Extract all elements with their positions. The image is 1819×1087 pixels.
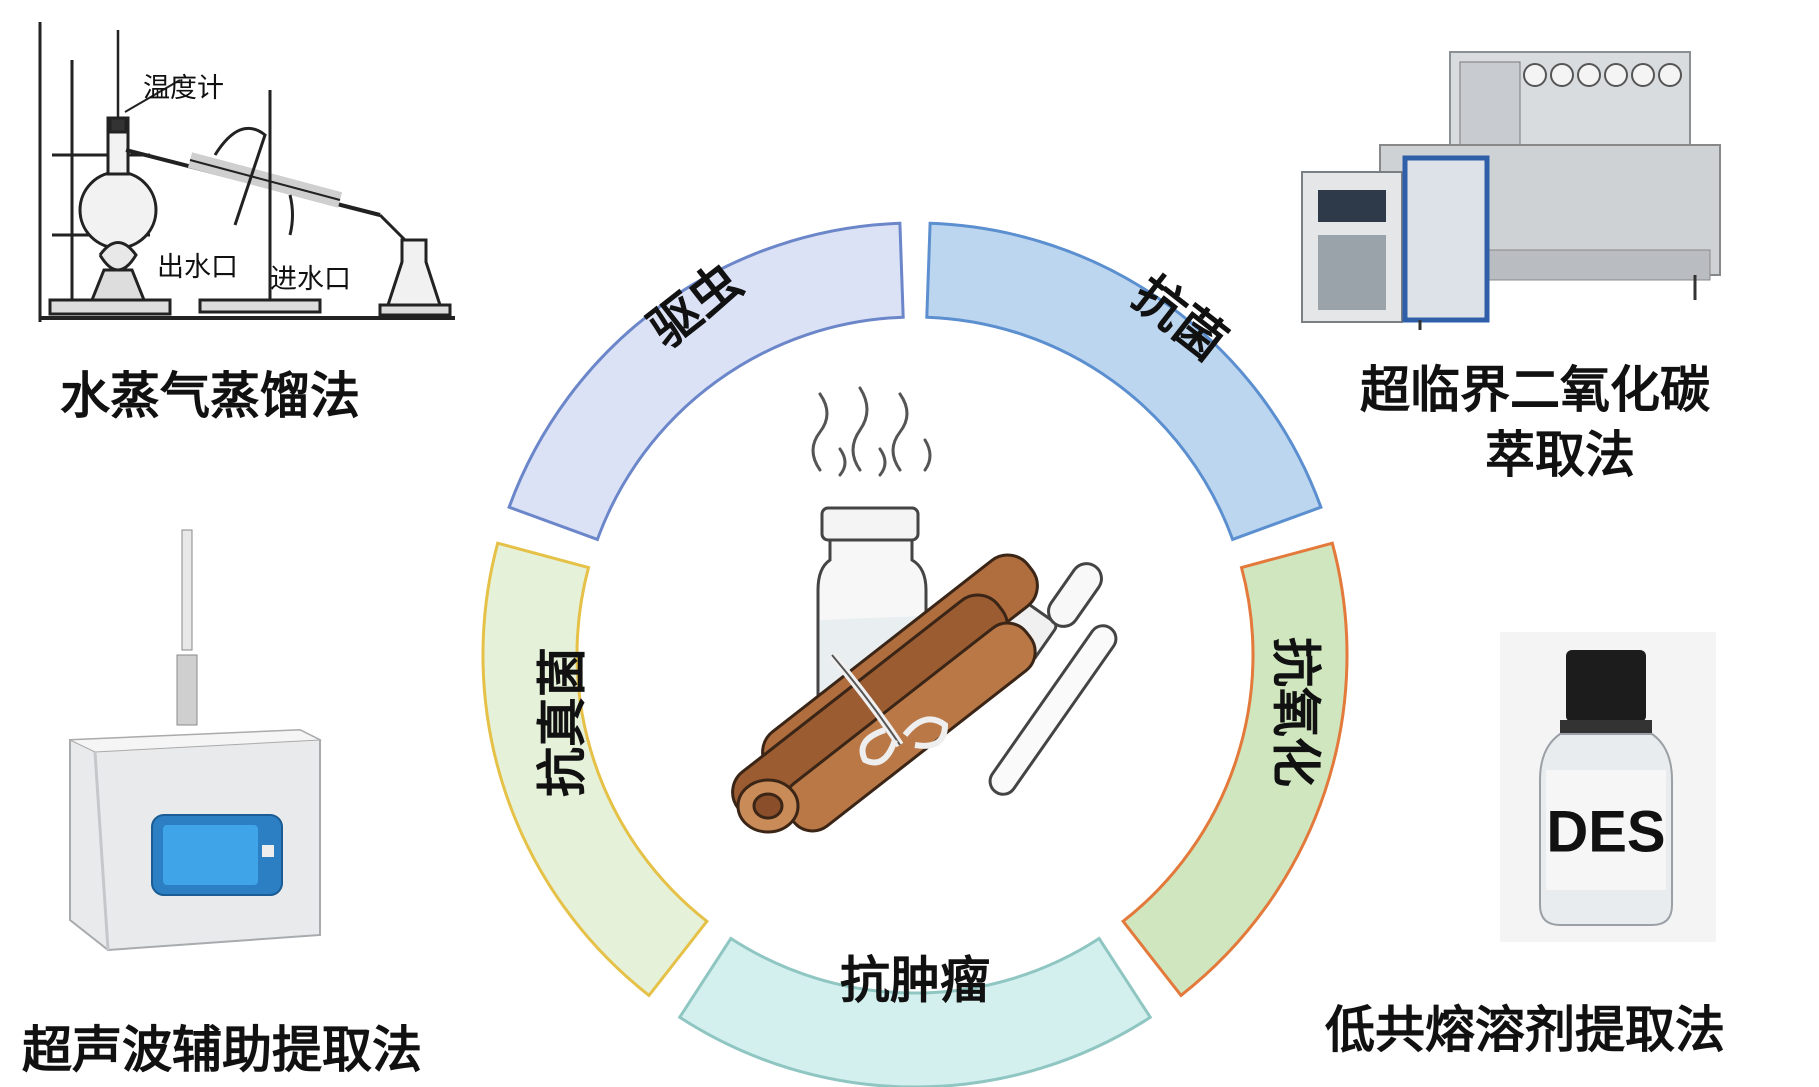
method-label-des: 低共熔溶剂提取法 [1325, 1000, 1725, 1059]
apparatus-label-water-in: 进水口 [270, 264, 351, 295]
ring-label-antitumor: 抗肿瘤 [840, 951, 990, 1010]
method-label-supercritical-co2-line2: 萃取法 [1485, 425, 1635, 484]
supercritical-co2-equipment [1301, 51, 1721, 330]
ring-label-antifungal: 抗真菌 [533, 647, 592, 797]
method-label-supercritical-co2-line1: 超临界二氧化碳 [1360, 360, 1710, 419]
method-label-ultrasonic: 超声波辅助提取法 [22, 1020, 422, 1079]
ultrasonic-extractor [69, 529, 322, 952]
steam-distillation-apparatus [38, 22, 455, 322]
ring-label-antioxidant: 抗氧化 [1267, 637, 1326, 787]
activity-ring [481, 221, 1349, 1087]
cinnamon-sticks-icon [731, 553, 1039, 834]
ring-segment-insecticidal [507, 221, 905, 542]
method-label-steam-distillation: 水蒸气蒸馏法 [60, 366, 360, 425]
steam-icon [811, 386, 932, 477]
ring-segment-antioxidant [1120, 541, 1349, 998]
apparatus-label-water-out: 出水口 [157, 252, 238, 283]
ring-segment-antifungal [481, 541, 710, 998]
ring-segment-antitumor [677, 936, 1153, 1087]
apparatus-label-thermometer: 温度计 [143, 73, 224, 104]
cinnamon-oil-illustration [731, 386, 1118, 834]
ring-segment-antibacterial [925, 221, 1323, 542]
des-bottle: DES [1500, 632, 1716, 942]
des-bottle-label: DES [1546, 800, 1665, 865]
